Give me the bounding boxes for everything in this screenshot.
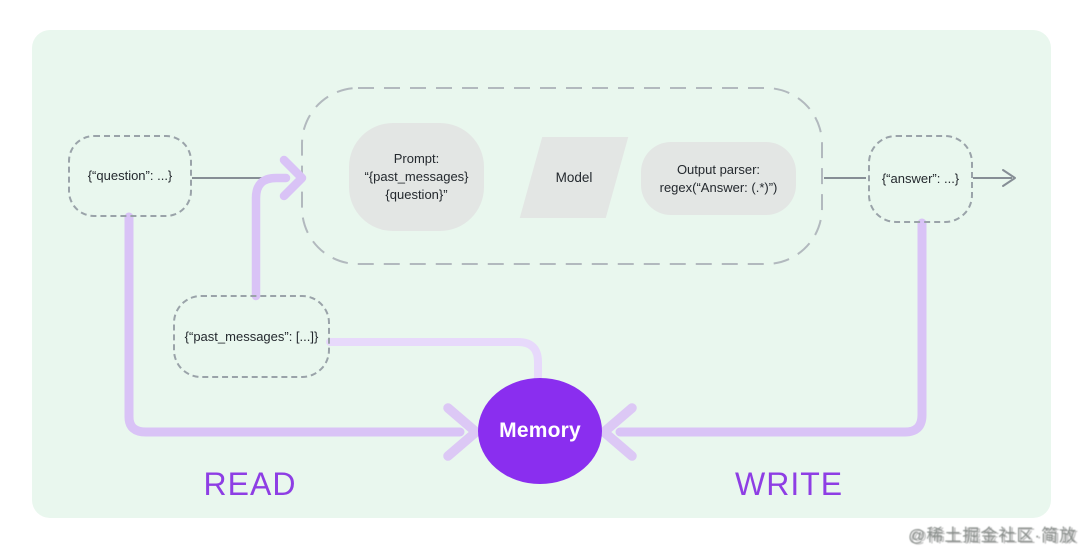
answer-node: {“answer”: ...} (868, 135, 973, 223)
read-flow-label: READ (203, 466, 297, 502)
past-messages-node-label: {“past_messages”: [...]} (184, 328, 319, 344)
memory-node: Memory (478, 378, 602, 484)
model-node: Model (531, 137, 617, 218)
output-parser-node-label: Output parser: regex(“Answer: (.*)”) (660, 161, 778, 197)
answer-node-label: {“answer”: ...} (881, 171, 960, 186)
write-flow-line (615, 218, 927, 437)
chain-entry-arrowhead-icon (279, 155, 307, 201)
memory-node-label: Memory (499, 419, 581, 442)
write-flow-label: WRITE (735, 466, 844, 502)
prompt-line-2: “{past_messages} (364, 169, 469, 184)
watermark-text: @稀土掘金社区·简放 (908, 526, 1077, 545)
prompt-node-label: Prompt: “{past_messages} {question}” (364, 150, 468, 204)
output-parser-line-1: Output parser: (676, 161, 761, 177)
question-node-label: {“question”: ...} (87, 168, 173, 183)
model-node-label: Model (555, 170, 593, 185)
prompt-node: Prompt: “{past_messages} {question}” (349, 123, 484, 231)
past-messages-to-memory-line (326, 338, 542, 396)
answer-output-arrowhead-icon (1002, 169, 1016, 187)
past-messages-to-chain-line (251, 173, 291, 301)
memory-left-arrowhead-icon (443, 403, 481, 461)
past-messages-node: {“past_messages”: [...]} (173, 295, 330, 378)
read-flow-line (124, 212, 465, 437)
prompt-line-1: Prompt: (393, 151, 440, 166)
prompt-line-3: {question}” (385, 187, 448, 202)
question-node: {“question”: ...} (68, 135, 192, 217)
output-parser-node: Output parser: regex(“Answer: (.*)”) (641, 142, 796, 215)
output-parser-line-2: regex(“Answer: (.*)”) (659, 179, 778, 195)
memory-right-arrowhead-icon (599, 403, 637, 461)
